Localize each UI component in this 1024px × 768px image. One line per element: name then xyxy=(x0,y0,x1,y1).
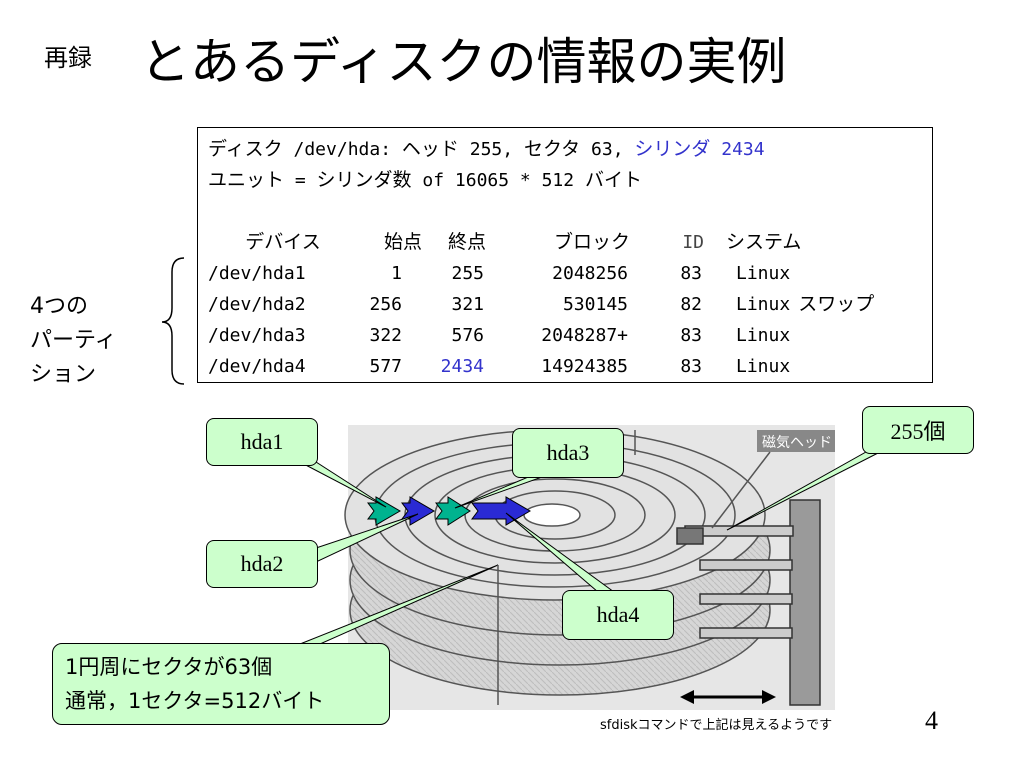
partition-end: 2434 xyxy=(440,356,484,377)
unit-label: ユニット xyxy=(208,169,285,191)
partition-device: /dev/hda3 xyxy=(208,325,306,346)
page-number: 4 xyxy=(925,706,938,735)
partition-id: 83 xyxy=(680,263,702,284)
partition-end: 255 xyxy=(451,263,484,284)
bytes-label: バイト xyxy=(584,169,642,191)
partition-system: Linux xyxy=(736,294,791,315)
hda2-callout: hda2 xyxy=(206,540,318,588)
reprint-label: 再録 xyxy=(44,44,92,72)
partition-extra: スワップ xyxy=(798,293,875,315)
hda1-callout: hda1 xyxy=(206,418,318,466)
sector-note-line1: 1円周にセクタが63個 xyxy=(65,655,273,679)
partition-start: 322 xyxy=(369,325,402,346)
hda3-callout: hda3 xyxy=(512,428,624,478)
partition-brace xyxy=(161,257,185,385)
head-arm xyxy=(699,593,793,605)
header-system: システム xyxy=(726,231,802,253)
footer-note: sfdiskコマンドで上記は見えるようです xyxy=(600,718,833,733)
spindle-hole xyxy=(523,503,581,527)
head-pointer xyxy=(711,451,771,529)
partition-id: 83 xyxy=(680,325,702,346)
unit-equals: = xyxy=(284,170,317,191)
actuator-block xyxy=(789,499,821,706)
disk-info-box: ディスク /dev/hda: ヘッド 255, セクタ 63, シリンダ 243… xyxy=(197,127,933,383)
header-blocks: ブロック xyxy=(553,231,630,253)
motion-arrowhead xyxy=(680,690,694,704)
partition-start: 577 xyxy=(369,356,402,377)
sector-note-line2: 通常，1セクタ=512バイト xyxy=(65,689,325,713)
cylinders-label: シリンダ xyxy=(634,138,711,160)
partition-blocks: 14924385 xyxy=(541,356,628,377)
partition-end: 576 xyxy=(451,325,484,346)
partition-start: 1 xyxy=(391,263,402,284)
header-device: デバイス xyxy=(245,231,321,253)
hda3-arrow xyxy=(435,496,471,526)
head-arm xyxy=(699,627,793,639)
partition-system: Linux xyxy=(736,263,791,284)
partition-count-line3: ション xyxy=(30,362,97,387)
sector-note: 1円周にセクタが63個 通常，1セクタ=512バイト xyxy=(52,643,390,725)
sectors-value: 63, xyxy=(580,139,635,160)
partition-end: 321 xyxy=(451,294,484,315)
partition-blocks: 2048287+ xyxy=(541,325,628,346)
disk-label: ディスク xyxy=(208,138,283,160)
partition-device: /dev/hda2 xyxy=(208,294,306,315)
partition-system: Linux xyxy=(736,356,791,377)
cylinders-value: 2434 xyxy=(710,139,765,160)
partition-blocks: 530145 xyxy=(562,294,628,315)
partition-device: /dev/hda4 xyxy=(208,356,306,377)
disk-geometry-line: ディスク /dev/hda: ヘッド 255, セクタ 63, シリンダ 243… xyxy=(208,134,922,165)
magnetic-head xyxy=(676,527,704,545)
callout-pointers xyxy=(299,451,881,645)
partition-count-label: 4つの パーティ ション xyxy=(30,290,117,392)
head-arm xyxy=(699,559,793,571)
hda4-callout: hda4 xyxy=(562,590,674,640)
hda4-arrow xyxy=(471,496,531,526)
table-header-row: デバイス 始点 終点 ブロック ID システム xyxy=(208,227,922,258)
page-title: とあるディスクの情報の実例 xyxy=(140,33,787,91)
header-start: 始点 xyxy=(383,231,422,253)
cylinder-count-label: シリンダ数 xyxy=(316,169,412,191)
magnetic-head-tag xyxy=(757,430,835,452)
partition-start: 256 xyxy=(369,294,402,315)
partition-system: Linux xyxy=(736,325,791,346)
header-id: ID xyxy=(682,232,704,253)
table-row: /dev/hda1 1 255 2048256 83 Linux xyxy=(208,258,922,289)
partition-blocks: 2048256 xyxy=(552,263,628,284)
device-path: /dev/hda: xyxy=(282,139,402,160)
heads-label: ヘッド xyxy=(401,138,459,160)
heads-value: 255, xyxy=(458,139,524,160)
table-row: /dev/hda3 322 576 2048287+ 83 Linux xyxy=(208,320,922,351)
partition-device: /dev/hda1 xyxy=(208,263,306,284)
unit-expression: of 16065 * 512 xyxy=(411,170,585,191)
header-end: 終点 xyxy=(447,231,486,253)
table-row: /dev/hda2 256 321 530145 82 Linux スワップ xyxy=(208,289,922,320)
partition-id: 83 xyxy=(680,356,702,377)
table-row: /dev/hda4 577 2434 14924385 83 Linux xyxy=(208,351,922,382)
unit-line: ユニット = シリンダ数 of 16065 * 512 バイト xyxy=(208,165,922,196)
partition-id: 82 xyxy=(680,294,702,315)
sectors-label: セクタ xyxy=(523,138,581,160)
partition-count-line1: 4つの xyxy=(30,294,88,319)
head-assembly xyxy=(676,499,821,706)
partition-count-line2: パーティ xyxy=(30,328,117,353)
magnetic-head-label: 磁気ヘッド xyxy=(762,435,832,451)
motion-arrowhead xyxy=(762,690,776,704)
heads-count-callout: 255個 xyxy=(862,406,974,454)
